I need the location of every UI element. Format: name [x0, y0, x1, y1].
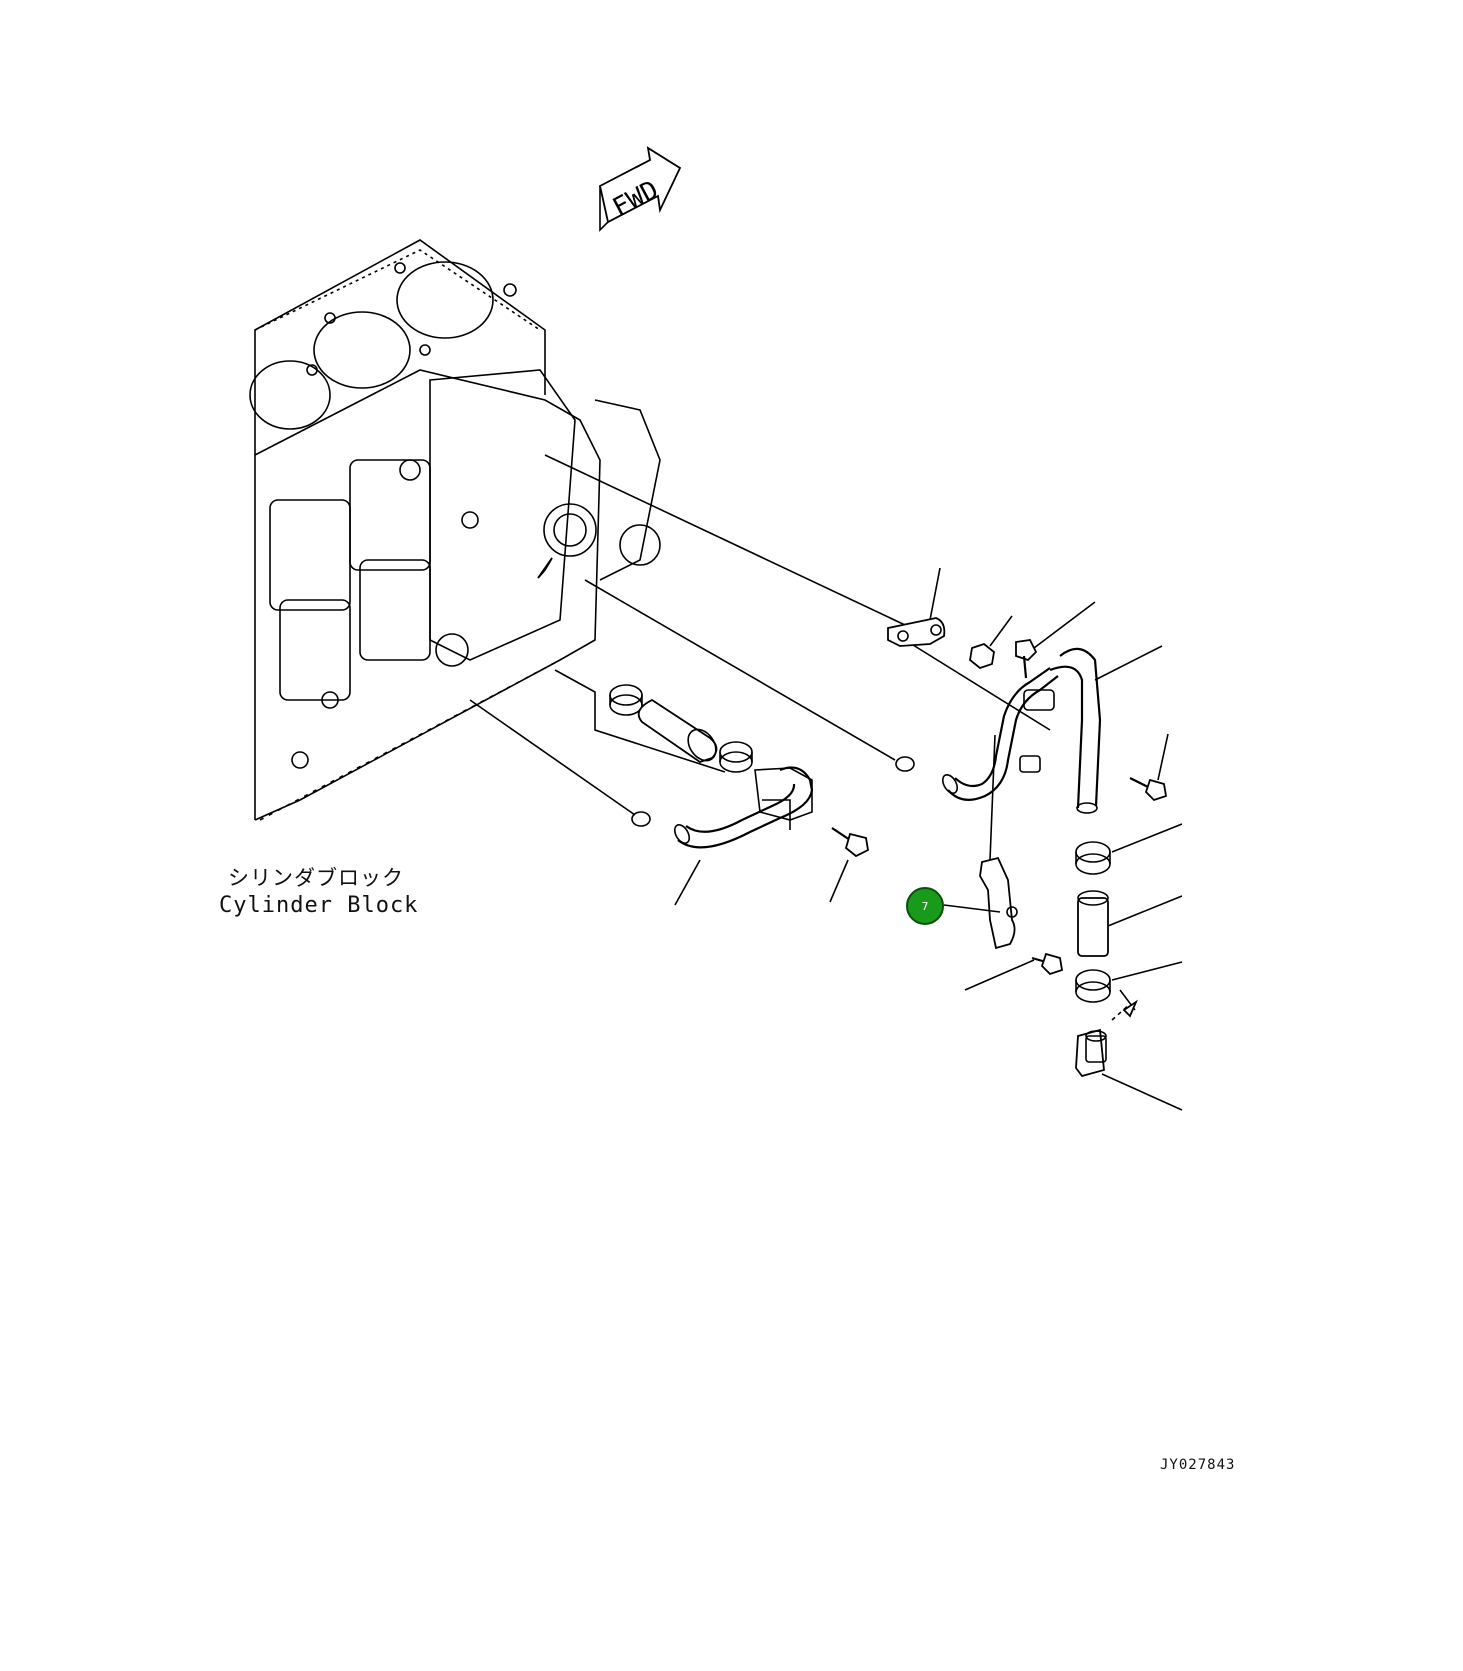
fwd-arrow-icon: FWD	[598, 146, 682, 232]
hose-clamp-3	[1075, 823, 1183, 875]
short-hose	[1077, 890, 1183, 957]
assembly-lines	[469, 454, 1136, 1011]
o-ring-right	[895, 756, 915, 772]
hose-clamp-1	[609, 684, 643, 716]
nut	[969, 615, 1013, 670]
caption-japanese: シリンダブロック	[228, 866, 404, 890]
cylinder-block	[249, 239, 661, 821]
water-pipe-left	[673, 766, 814, 906]
hose-clamp-4	[1075, 961, 1183, 1003]
bracket-lower	[979, 856, 1018, 950]
water-pipe-right	[941, 645, 1163, 814]
hose-clamp-2	[719, 741, 753, 773]
elbow-fitting	[1075, 999, 1183, 1111]
bolt-lower	[964, 952, 1064, 991]
bracket-upper	[887, 567, 946, 647]
callout-leader	[943, 904, 1001, 913]
bolt-left	[829, 827, 869, 903]
caption-english: Cylinder Block	[219, 893, 419, 918]
bolt-right	[1129, 733, 1169, 802]
bolt-upper	[1015, 601, 1096, 679]
drawing-number: JY027843	[1160, 1457, 1236, 1473]
o-ring-left	[631, 811, 651, 827]
rubber-hose	[637, 698, 718, 763]
callout-7-hotspot[interactable]: 7	[906, 887, 944, 925]
